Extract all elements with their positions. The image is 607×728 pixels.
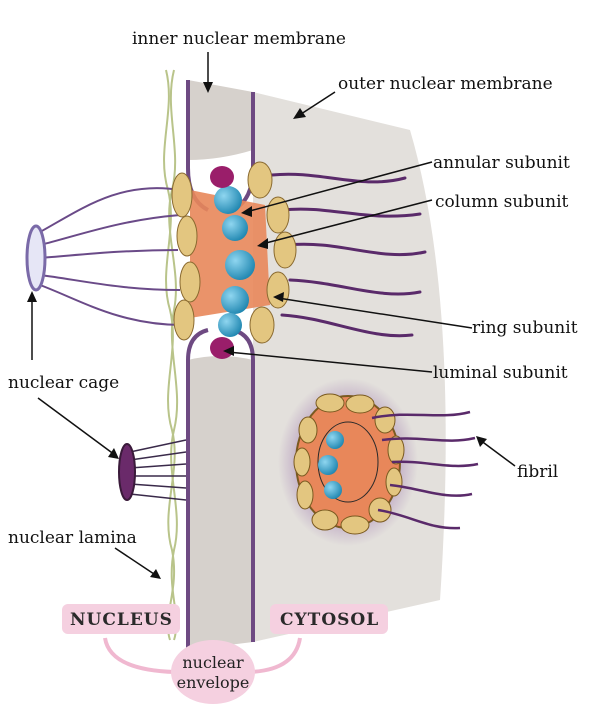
label-column-subunit: column subunit: [435, 192, 569, 212]
label-ring-subunit: ring subunit: [472, 318, 578, 338]
envelope-label-bg: [171, 640, 255, 704]
label-cytosol: CYTOSOL: [280, 610, 379, 630]
basket-fibrils-bottom: [130, 440, 186, 500]
nuclear-cage-bottom: [119, 444, 135, 500]
label-inner-nuclear-membrane: inner nuclear membrane: [132, 29, 346, 49]
basket-fibrils-top: [40, 188, 182, 325]
label-nuclear-envelope-line2: envelope: [177, 673, 250, 692]
label-nuclear-lamina: nuclear lamina: [8, 528, 137, 548]
nuclear-lamina: [164, 70, 177, 640]
label-annular-subunit: annular subunit: [433, 153, 570, 173]
label-nuclear-cage: nuclear cage: [8, 373, 119, 393]
label-luminal-subunit: luminal subunit: [433, 363, 568, 383]
pore-complex-face: [278, 378, 478, 546]
label-nucleus: NUCLEUS: [70, 610, 173, 630]
label-fibril: fibril: [517, 462, 558, 482]
label-outer-nuclear-membrane: outer nuclear membrane: [338, 74, 553, 94]
nuclear-cage-top: [27, 226, 45, 290]
label-nuclear-envelope-line1: nuclear: [182, 653, 244, 672]
